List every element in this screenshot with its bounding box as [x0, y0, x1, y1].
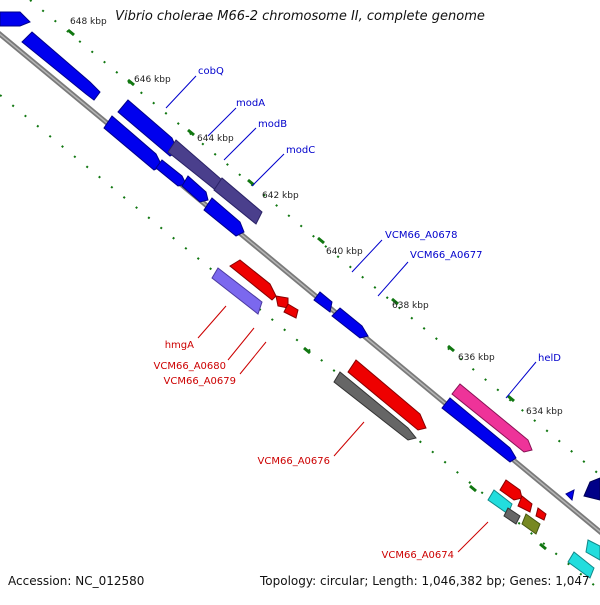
gene-arrow[interactable] [203, 197, 245, 237]
ruler-tick [469, 484, 477, 493]
ruler-tick [187, 128, 195, 137]
gene-arrow[interactable] [583, 477, 600, 501]
gene-arrow[interactable] [229, 259, 277, 301]
ruler-tick [507, 394, 515, 403]
leader-line [377, 261, 409, 297]
ruler-label: 644 kbp [197, 134, 234, 144]
gene-arrow[interactable] [333, 371, 417, 441]
reverse-strand-genes [211, 259, 600, 579]
ruler-outer-track [29, 0, 600, 476]
gene-arrow[interactable] [181, 175, 209, 203]
ruler-tick [317, 236, 325, 245]
gene-label-modb: modB [258, 119, 287, 130]
ruler-labels: 648 kbp 646 kbp 644 kbp 642 kbp 640 kbp … [70, 17, 563, 417]
leader-line [505, 361, 537, 399]
gene-held[interactable] [451, 383, 533, 453]
accession-label: Accession: NC_012580 [8, 574, 145, 588]
gene-label-vcm66-a0679: VCM66_A0679 [164, 376, 236, 387]
gene-vcm66-a0679[interactable] [283, 303, 299, 319]
gene-label-modc: modC [286, 145, 315, 156]
gene-label-vcm66-a0676: VCM66_A0676 [258, 456, 330, 467]
gene-vcm66-a0680[interactable] [275, 295, 289, 309]
ruler-label: 638 kbp [392, 301, 429, 311]
ruler-tick [247, 178, 255, 187]
gene-vcm66-a0676[interactable] [347, 359, 427, 431]
leader-line [239, 341, 267, 375]
leader-line [207, 107, 237, 137]
gene-modc[interactable] [213, 177, 263, 225]
gene-arrow[interactable] [155, 159, 187, 187]
gene-arrow[interactable] [0, 11, 31, 27]
gene-label-vcm66-a0677: VCM66_A0677 [410, 250, 482, 261]
gene-label-hmga: hmgA [165, 340, 194, 351]
gene-label-held: helD [538, 353, 561, 364]
gene-arrow[interactable] [565, 489, 575, 502]
leader-line [457, 521, 489, 553]
ruler-tick [391, 297, 399, 306]
ruler-label: 646 kbp [134, 75, 171, 85]
gene-arrow[interactable] [521, 513, 541, 535]
ruler-label: 636 kbp [458, 353, 495, 363]
genome-summary: Topology: circular; Length: 1,046,382 bp… [260, 574, 590, 588]
reverse-gene-labels: hmgA VCM66_A0680 VCM66_A0679 VCM66_A0676… [154, 340, 454, 561]
ruler-label: 648 kbp [70, 17, 107, 27]
leader-line [227, 327, 255, 361]
map-title: Vibrio cholerae M66-2 chromosome II, com… [115, 9, 485, 24]
ruler-tick [67, 28, 75, 37]
ruler-tick [539, 542, 547, 551]
gene-label-vcm66-a0678: VCM66_A0678 [385, 230, 457, 241]
ruler-tick [127, 78, 135, 87]
gene-arrow[interactable] [21, 31, 101, 101]
leader-line [197, 305, 227, 339]
ruler-tick [303, 346, 311, 355]
gene-arrow[interactable] [503, 507, 521, 525]
gene-arrow[interactable] [585, 539, 600, 561]
ruler-label: 640 kbp [326, 247, 363, 257]
forward-gene-labels: cobQ modA modB modC VCM66_A0678 VCM66_A0… [198, 66, 561, 364]
gene-vcm66-a0678[interactable] [313, 291, 333, 313]
leader-line [223, 127, 257, 161]
leader-line [351, 239, 383, 273]
gene-hmga[interactable] [211, 267, 263, 315]
gene-arrow[interactable] [535, 507, 547, 521]
gene-label-vcm66-a0680: VCM66_A0680 [154, 361, 226, 372]
ruler-label: 634 kbp [526, 407, 563, 417]
gene-arrow[interactable] [567, 551, 595, 579]
forward-strand-genes [0, 11, 600, 502]
leader-line [251, 153, 285, 187]
gene-arrow[interactable] [441, 397, 517, 463]
leader-line [165, 75, 197, 109]
ruler-label: 642 kbp [262, 191, 299, 201]
ruler-tick [447, 344, 455, 353]
gene-label-moda: modA [236, 98, 265, 109]
label-leaders [165, 75, 537, 553]
gene-vcm66-a0677[interactable] [331, 307, 369, 339]
gene-label-cobq: cobQ [198, 66, 224, 77]
gene-arrow[interactable] [517, 495, 533, 513]
gene-arrow[interactable] [499, 479, 523, 501]
leader-line [333, 421, 365, 457]
gene-label-vcm66-a0674: VCM66_A0674 [382, 550, 454, 561]
ruler-inner-track [0, 94, 600, 591]
